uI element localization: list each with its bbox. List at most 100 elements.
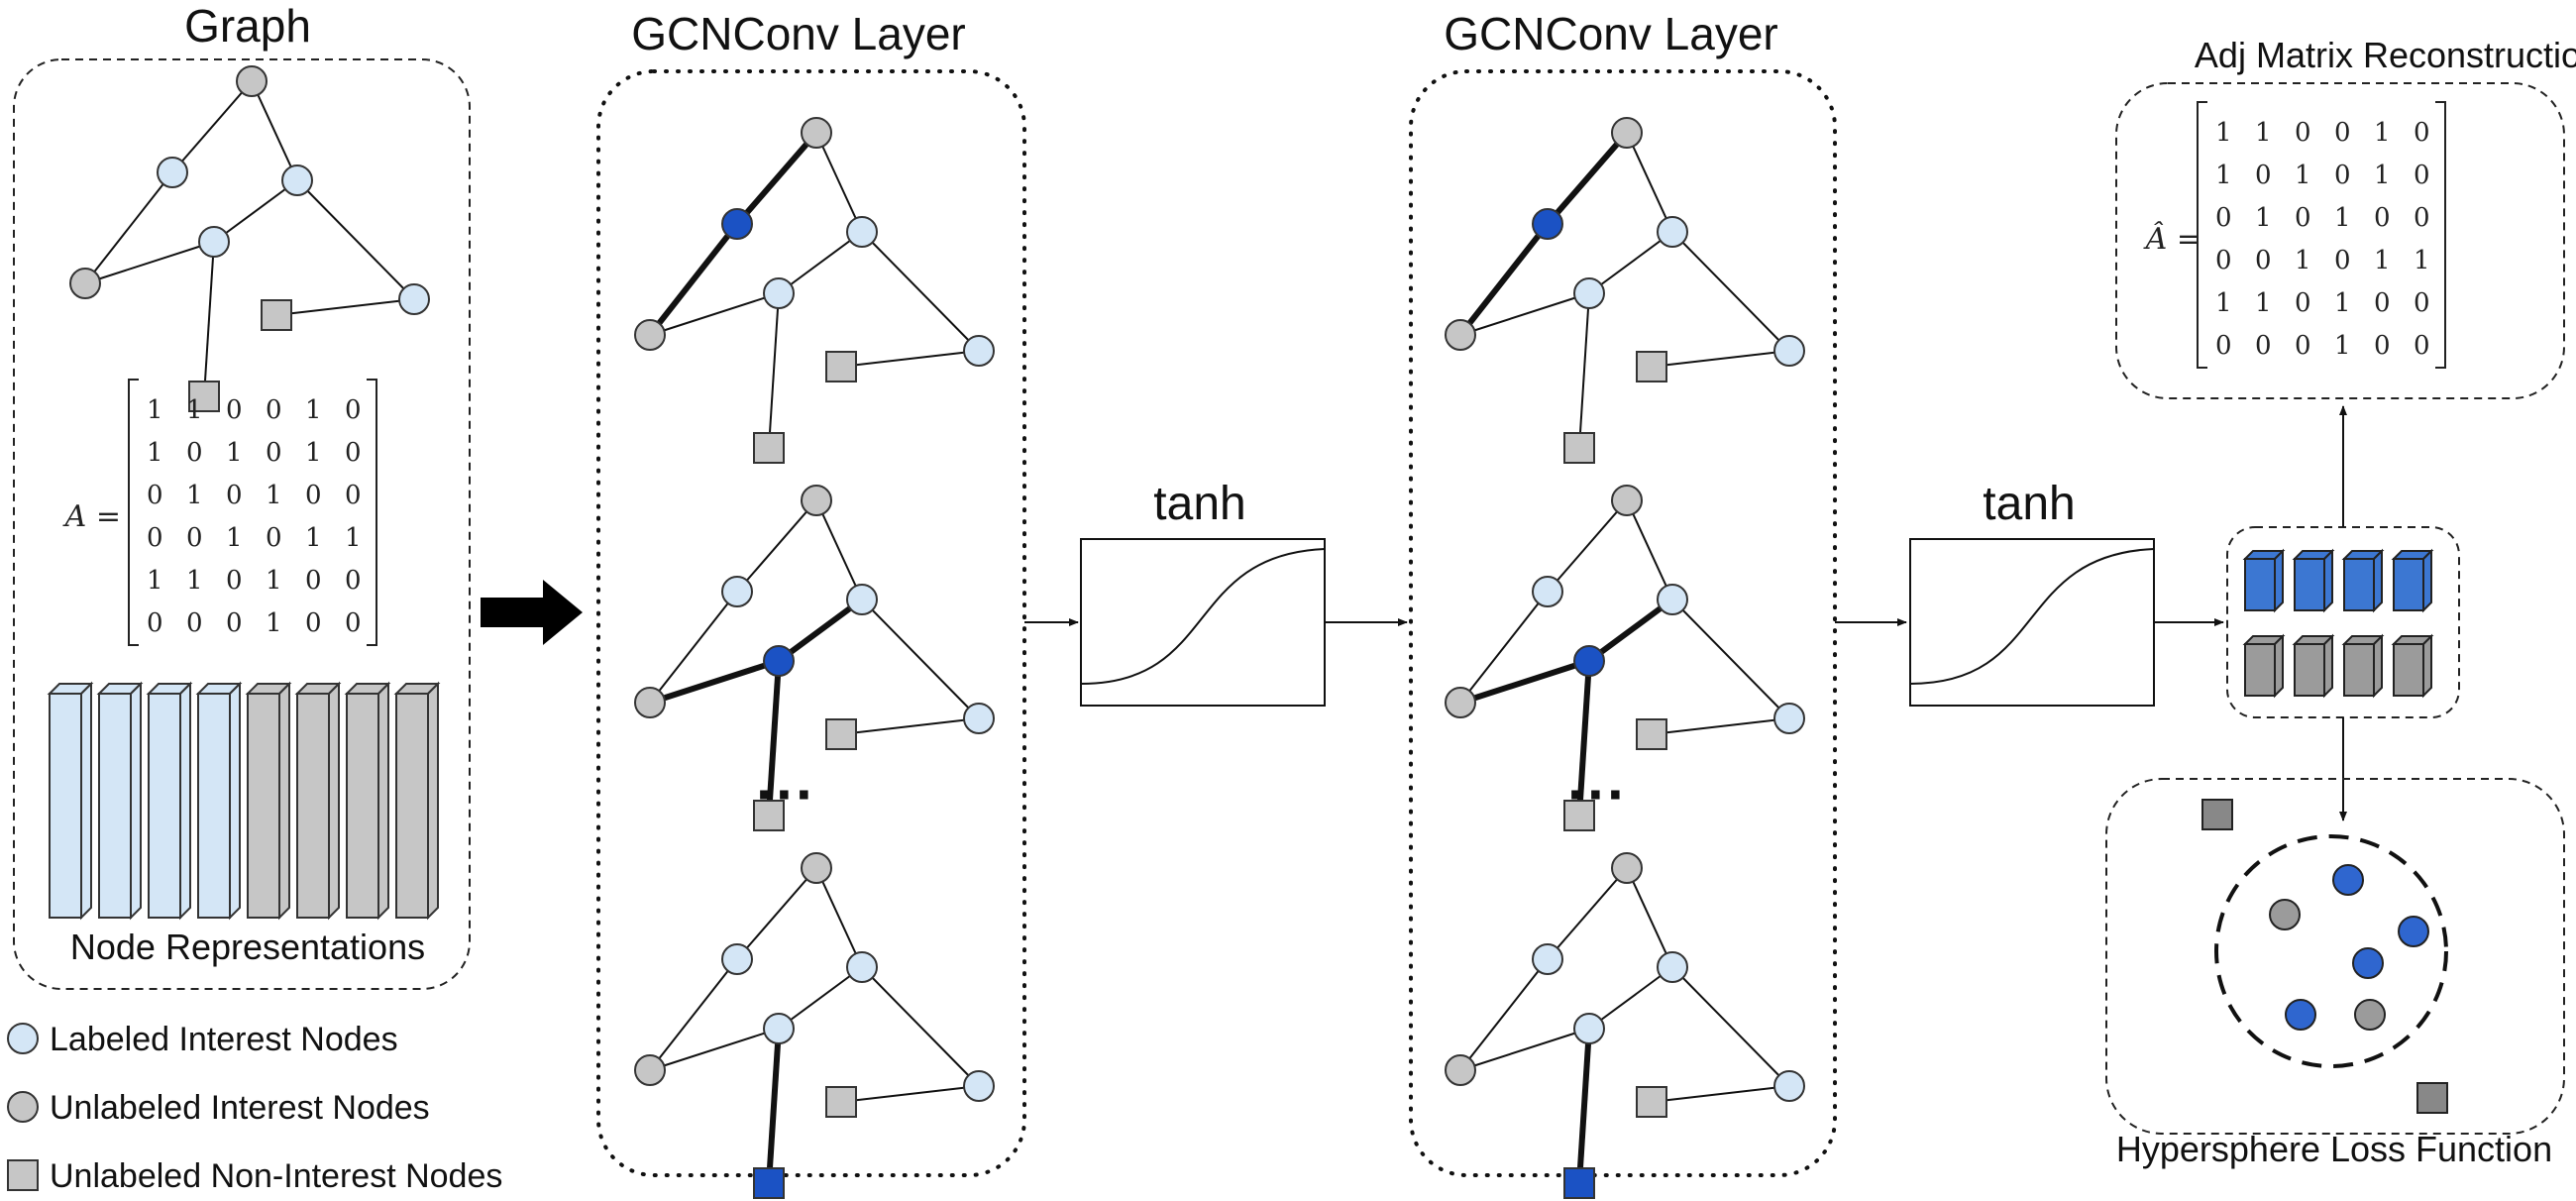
labeled-node (281, 164, 313, 196)
legend-label: Unlabeled Non-Interest Nodes (50, 1157, 502, 1195)
embedding-cube-side (2373, 548, 2383, 613)
matrix-cell: 1 (2215, 288, 2232, 318)
graph-edge (840, 350, 980, 368)
representation-bar (49, 693, 82, 919)
representation-bar (296, 693, 330, 919)
node-representations-label: Node Representations (70, 927, 425, 967)
representation-bar-side (278, 681, 290, 921)
matrix-cell: 1 (305, 395, 322, 425)
graph-edge (1626, 867, 1673, 968)
matrix-cell: 1 (186, 395, 203, 425)
legend-square-icon (7, 1159, 39, 1191)
matrix-cell: 1 (2295, 246, 2311, 275)
graph-edge (1651, 717, 1790, 735)
labeled-node (398, 283, 430, 315)
labeled-node (763, 277, 795, 309)
layer1-graph-middle (634, 485, 995, 831)
matrix-cell: 1 (2374, 161, 2391, 190)
matrix-cell: 0 (2295, 203, 2311, 233)
unlabeled-node (69, 268, 101, 299)
matrix-right-bracket (367, 379, 377, 646)
matrix-cell: 1 (2334, 331, 2351, 361)
non-interest-node (825, 718, 857, 750)
layer2-graph-top (1445, 117, 1805, 464)
embedding-cube-side (2274, 548, 2284, 613)
matrix-label: Â = (2143, 221, 2201, 257)
unlabeled-node (801, 852, 832, 884)
matrix-cell: 0 (2215, 331, 2232, 361)
matrix-cell: 0 (345, 608, 362, 638)
tanh2-title: tanh (1983, 478, 2075, 530)
graph-edge (1588, 231, 1673, 294)
graph-edge (1578, 292, 1590, 449)
matrix-cell: 1 (266, 566, 282, 596)
graph-edge (861, 966, 980, 1087)
graph-edge (1459, 591, 1549, 704)
non-interest-node (753, 432, 785, 464)
representation-bar (98, 693, 132, 919)
matrix-cell: 1 (2334, 288, 2351, 318)
input-graph (69, 65, 430, 412)
embedded-interest-point (2285, 999, 2316, 1031)
labeled-node (763, 1013, 795, 1044)
labeled-node (1773, 703, 1805, 734)
graph-edge (734, 131, 819, 226)
labeled-node (1532, 208, 1563, 240)
embedding-cube (2244, 643, 2276, 697)
labeled-node (846, 216, 878, 248)
matrix-cell: 1 (266, 608, 282, 638)
unlabeled-node (634, 319, 666, 351)
graph-edge (203, 241, 215, 397)
labeled-node (846, 951, 878, 983)
unlabeled-node (1445, 319, 1476, 351)
labeled-node (721, 943, 753, 975)
matrix-cell: 0 (2334, 246, 2351, 275)
graph-edge (1459, 958, 1549, 1071)
embedded-interest-point (2352, 947, 2384, 979)
embedded-noninterest-point (2201, 799, 2233, 830)
tanh1-curve (1080, 548, 1326, 685)
matrix-cell: 0 (2334, 161, 2351, 190)
matrix-cell: 1 (2215, 118, 2232, 148)
non-interest-node (1636, 1086, 1667, 1118)
embedding-cube (2294, 558, 2325, 611)
layer2-ellipsis: ··· (1567, 761, 1627, 827)
graph-edge (1671, 231, 1790, 352)
matrix-cell: 1 (147, 395, 163, 425)
tanh-block-1: tanh (1024, 478, 1408, 707)
embedding-cube-side (2373, 633, 2383, 699)
graph-edge (1457, 222, 1551, 337)
representation-bar (197, 693, 231, 919)
graph-edge (778, 231, 863, 294)
layer1-graph-bottom (634, 852, 995, 1199)
unlabeled-node (801, 117, 832, 149)
graph-panel-border (13, 58, 471, 990)
graph-title: Graph (184, 0, 311, 52)
legend-circle-icon (7, 1091, 39, 1123)
matrix-cell: 1 (305, 523, 322, 553)
non-interest-node (825, 351, 857, 382)
matrix-cell: 1 (2295, 161, 2311, 190)
graph-edge (1576, 1028, 1592, 1184)
labeled-node (1573, 645, 1605, 677)
non-interest-node (261, 299, 292, 331)
matrix-cell: 0 (2414, 288, 2430, 318)
embedding-cube (2393, 558, 2424, 611)
non-interest-node (1563, 432, 1595, 464)
matrix-cell: 0 (2295, 331, 2311, 361)
unlabeled-node (1611, 852, 1643, 884)
matrix-cell: 0 (345, 438, 362, 468)
non-interest-node (825, 1086, 857, 1118)
graph-edge (1547, 499, 1628, 593)
matrix-label: A = (62, 499, 121, 534)
graph-edge (815, 867, 863, 968)
gcnconv-layer-2-title: GCNConv Layer (1444, 8, 1777, 59)
labeled-node (721, 576, 753, 607)
embedded-interest-point (2332, 864, 2364, 896)
big-arrow-icon (481, 580, 583, 645)
unlabeled-node (1445, 687, 1476, 718)
